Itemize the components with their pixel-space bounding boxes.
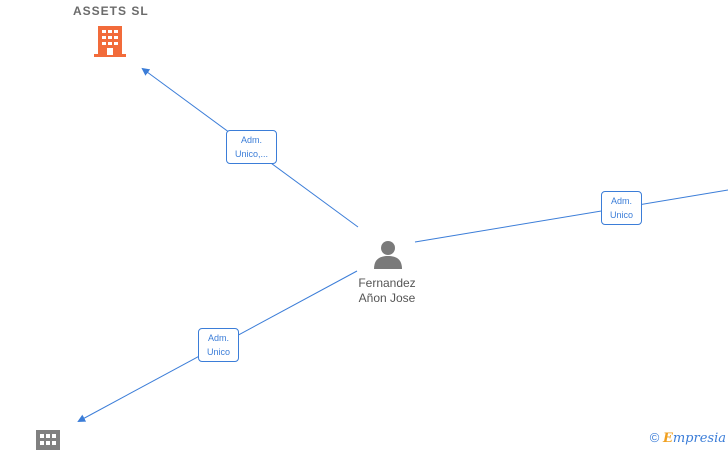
relation-role: Adm. bbox=[207, 333, 229, 343]
building-icon[interactable] bbox=[94, 24, 126, 58]
person-name-line1: Fernandez bbox=[358, 276, 416, 290]
brand-logo-initial: E bbox=[662, 431, 673, 446]
relation-role-detail: Unico bbox=[609, 210, 633, 220]
building-icon[interactable] bbox=[36, 430, 60, 450]
empresia-watermark: © Empresia bbox=[650, 430, 726, 446]
brand-name: mpresia bbox=[672, 431, 726, 446]
relation-role-detail: Unico bbox=[206, 347, 230, 357]
relation-badge-to-bottom[interactable]: Adm. Unico bbox=[198, 328, 239, 362]
edge-line-to-right bbox=[414, 189, 728, 243]
company-name-assets[interactable]: ASSETS SL bbox=[73, 4, 149, 18]
copyright-symbol: © bbox=[649, 430, 660, 445]
relation-role: Adm. bbox=[610, 196, 632, 206]
person-name-line2: Añon Jose bbox=[358, 291, 416, 305]
person-icon[interactable] bbox=[373, 240, 403, 270]
person-name[interactable]: Fernandez Añon Jose bbox=[337, 276, 437, 306]
relation-badge-to-right[interactable]: Adm. Unico bbox=[601, 191, 642, 225]
relation-badge-to-assets[interactable]: Adm. Unico,... bbox=[226, 130, 277, 164]
relation-role-detail: Unico,... bbox=[234, 149, 268, 159]
relation-role: Adm. bbox=[240, 135, 262, 145]
